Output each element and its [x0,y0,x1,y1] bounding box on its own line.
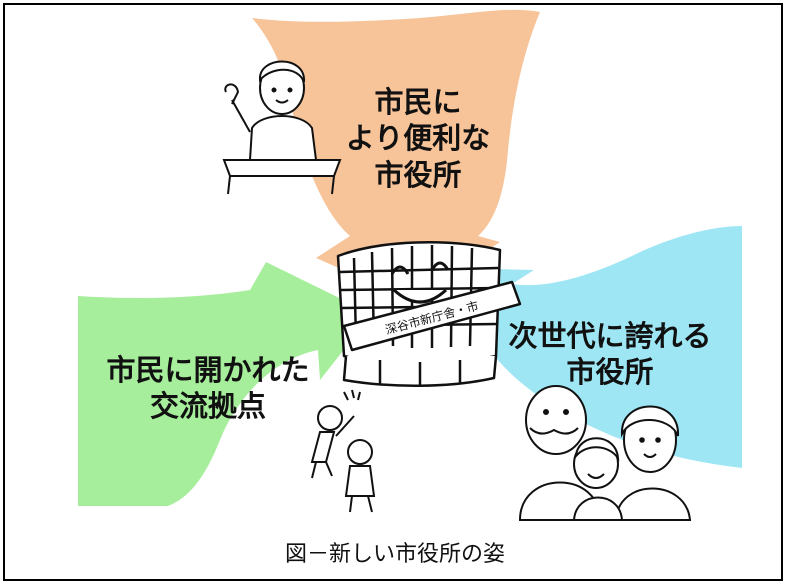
label-line: 交流拠点 [149,389,266,424]
label-line: 市民に開かれた [106,353,310,387]
label-line: 次世代に誇れる [508,319,712,353]
right-arrow [452,226,742,468]
label-line: 市役所 [566,355,654,390]
label-line: より便利な [345,121,491,156]
label-line: 市民に [374,85,462,119]
label-convenient-city-hall: 市民に より便利な 市役所 [318,84,518,193]
figure-caption: 図－新しい市役所の姿 [284,542,505,567]
family-figures [518,385,692,521]
top-arrow [252,9,540,301]
left-arrow [78,262,372,506]
label-line: 市役所 [374,157,462,192]
children-figures [310,389,376,513]
label-proud-city-hall: 次世代に誇れる 市役所 [500,318,720,391]
label-open-exchange-hub: 市民に開かれた 交流拠点 [88,352,328,425]
city-hall-building [336,241,522,388]
speaker-woman [222,60,342,195]
